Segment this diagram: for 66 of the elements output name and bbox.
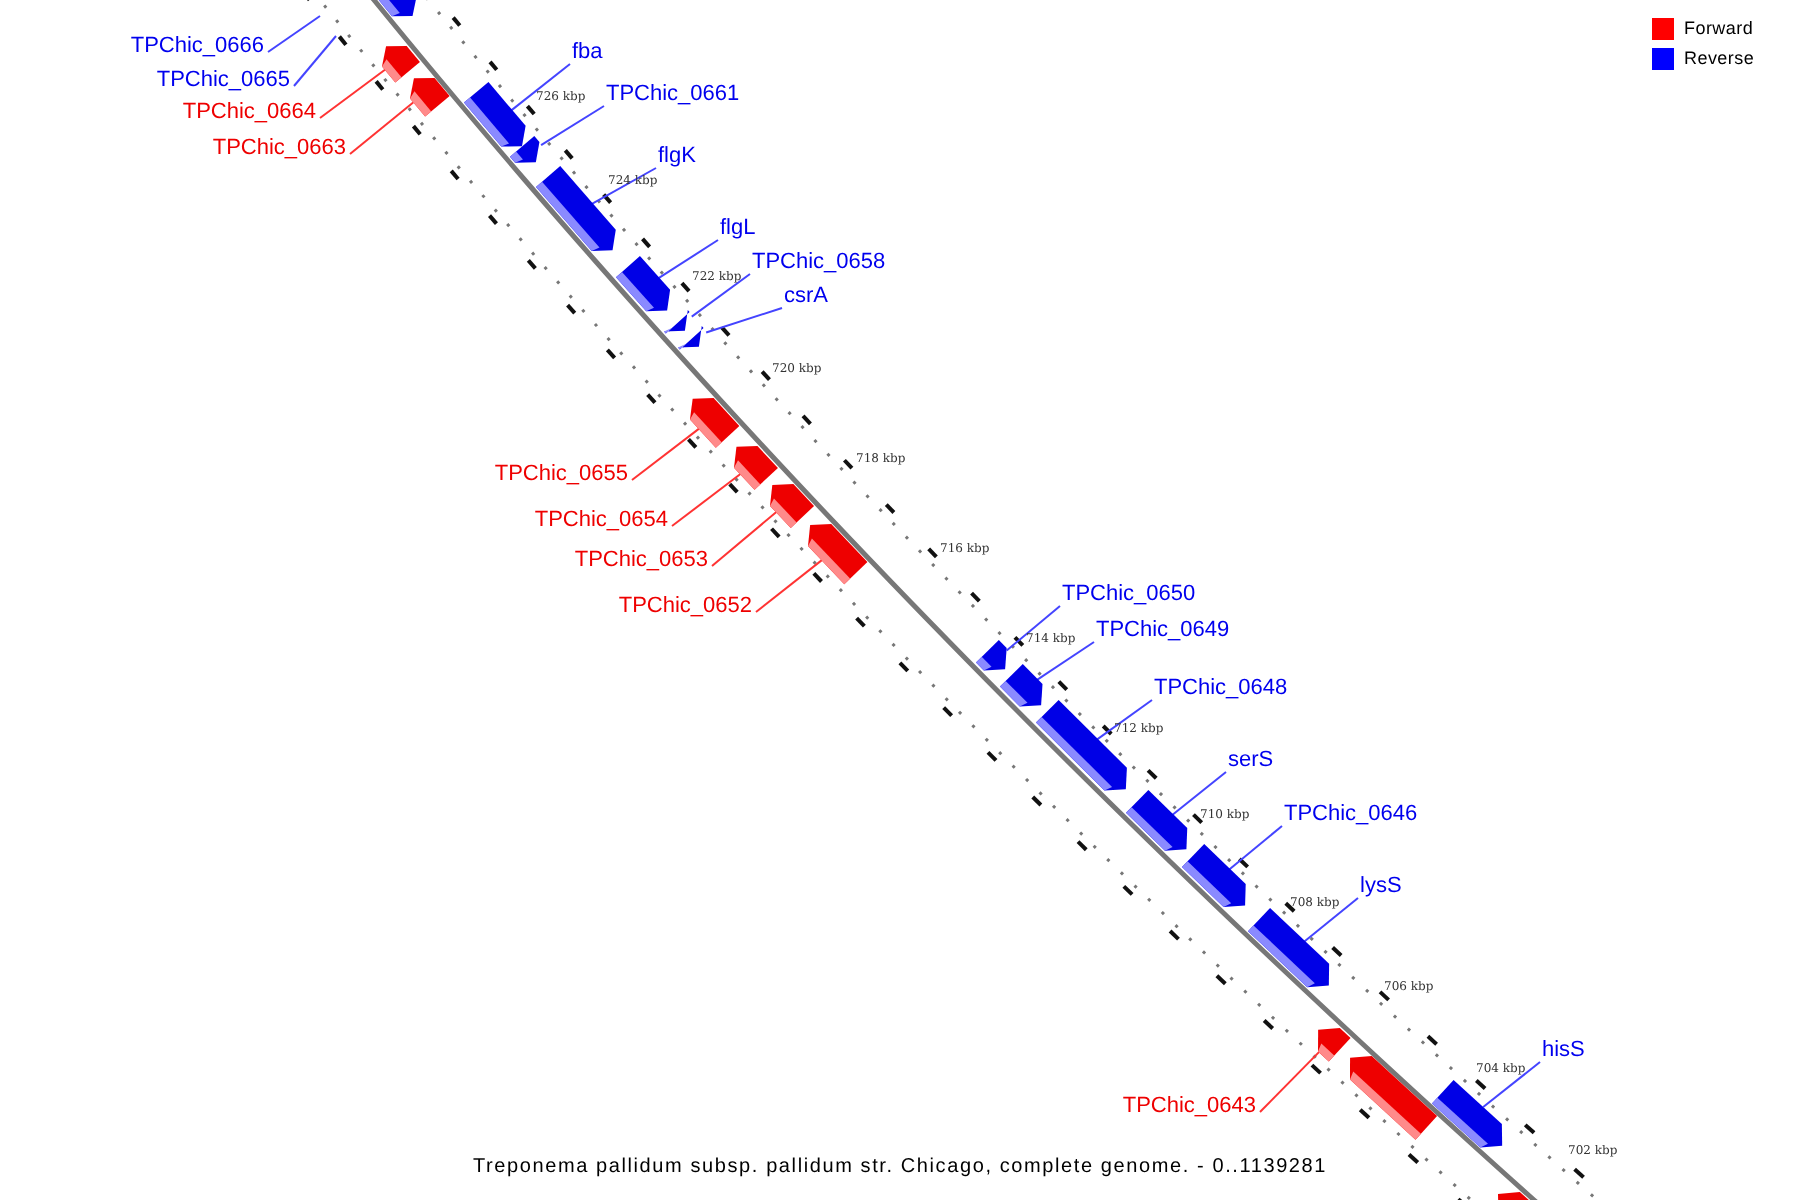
gene-label: flgL: [720, 214, 756, 242]
gene-label: TPChic_0653: [574, 546, 708, 574]
gene-label: flgK: [658, 142, 696, 170]
gene-label: TPChic_0664: [182, 98, 316, 126]
gene-block: [677, 325, 704, 350]
leader-line: [1005, 605, 1061, 652]
gene-label: TPChic_0643: [1122, 1092, 1256, 1120]
gene-block: [409, 78, 449, 118]
gene-label: fba: [572, 38, 603, 66]
leader-line: [267, 15, 321, 53]
gene-block: [1248, 907, 1330, 988]
gene-label: hisS: [1542, 1036, 1585, 1064]
gene-label: TPChic_0655: [494, 460, 628, 488]
gene-block: [1126, 790, 1188, 852]
leader-line: [349, 101, 415, 155]
gene-label: TPChic_0648: [1154, 674, 1288, 702]
gene-label: TPChic_0649: [1096, 616, 1230, 644]
gene-block: [615, 256, 670, 312]
gene-block: [382, 46, 421, 83]
leader-line: [1228, 825, 1283, 871]
gene-block: [1349, 1056, 1437, 1141]
gene-block: [1432, 1079, 1503, 1147]
gene-label: TPChic_0650: [1062, 580, 1196, 608]
gene-block: [464, 82, 527, 148]
leader-line: [705, 307, 783, 334]
leader-line: [1095, 699, 1153, 742]
leader-line: [319, 68, 387, 119]
leader-line: [711, 510, 778, 567]
leader-line: [671, 472, 742, 527]
gene-label: TPChic_0654: [534, 506, 668, 534]
gene-label: serS: [1228, 746, 1274, 774]
gene-label: TPChic_0661: [606, 80, 740, 108]
gene-block: [999, 664, 1042, 708]
gene-label: TPChic_0652: [618, 592, 752, 620]
gene-block: [510, 136, 541, 164]
gene-label: TPChic_0646: [1284, 800, 1418, 828]
leader-line: [656, 239, 719, 280]
gene-label: TPChic_0663: [212, 134, 346, 162]
leader-line: [1259, 1050, 1321, 1113]
leader-line: [510, 63, 571, 112]
legend-text: Forward: [1684, 16, 1756, 40]
leader-line: [755, 559, 823, 613]
gene-block: [663, 309, 689, 334]
gene-label: TPChic_0666: [130, 32, 264, 60]
gene-block: [734, 446, 779, 491]
leader-line: [690, 273, 751, 318]
leader-line: [293, 35, 337, 87]
gene-label: TPChic_0658: [752, 248, 886, 276]
leader-line: [1303, 897, 1359, 943]
gene-block: [1318, 1028, 1352, 1063]
gene-label: lysS: [1360, 872, 1402, 900]
leader-line: [590, 167, 657, 205]
gene-label: csrA: [784, 282, 828, 310]
leader-line: [1171, 771, 1227, 816]
leader-line: [540, 105, 605, 147]
gene-block: [769, 484, 814, 529]
gene-block: [690, 398, 740, 449]
leader-line: [1035, 641, 1095, 682]
gene-block: [1181, 844, 1246, 908]
leader-line: [1482, 1061, 1541, 1109]
caption: Treponema pallidum subsp. pallidum str. Chicago, complete genome. - 0..1139281: [470, 1156, 1330, 1180]
gene-block: [975, 640, 1007, 672]
legend-text: Reverse: [1684, 46, 1757, 70]
gene-block: [807, 524, 868, 585]
gene-label: TPChic_0665: [156, 66, 290, 94]
leader-line: [631, 427, 701, 481]
